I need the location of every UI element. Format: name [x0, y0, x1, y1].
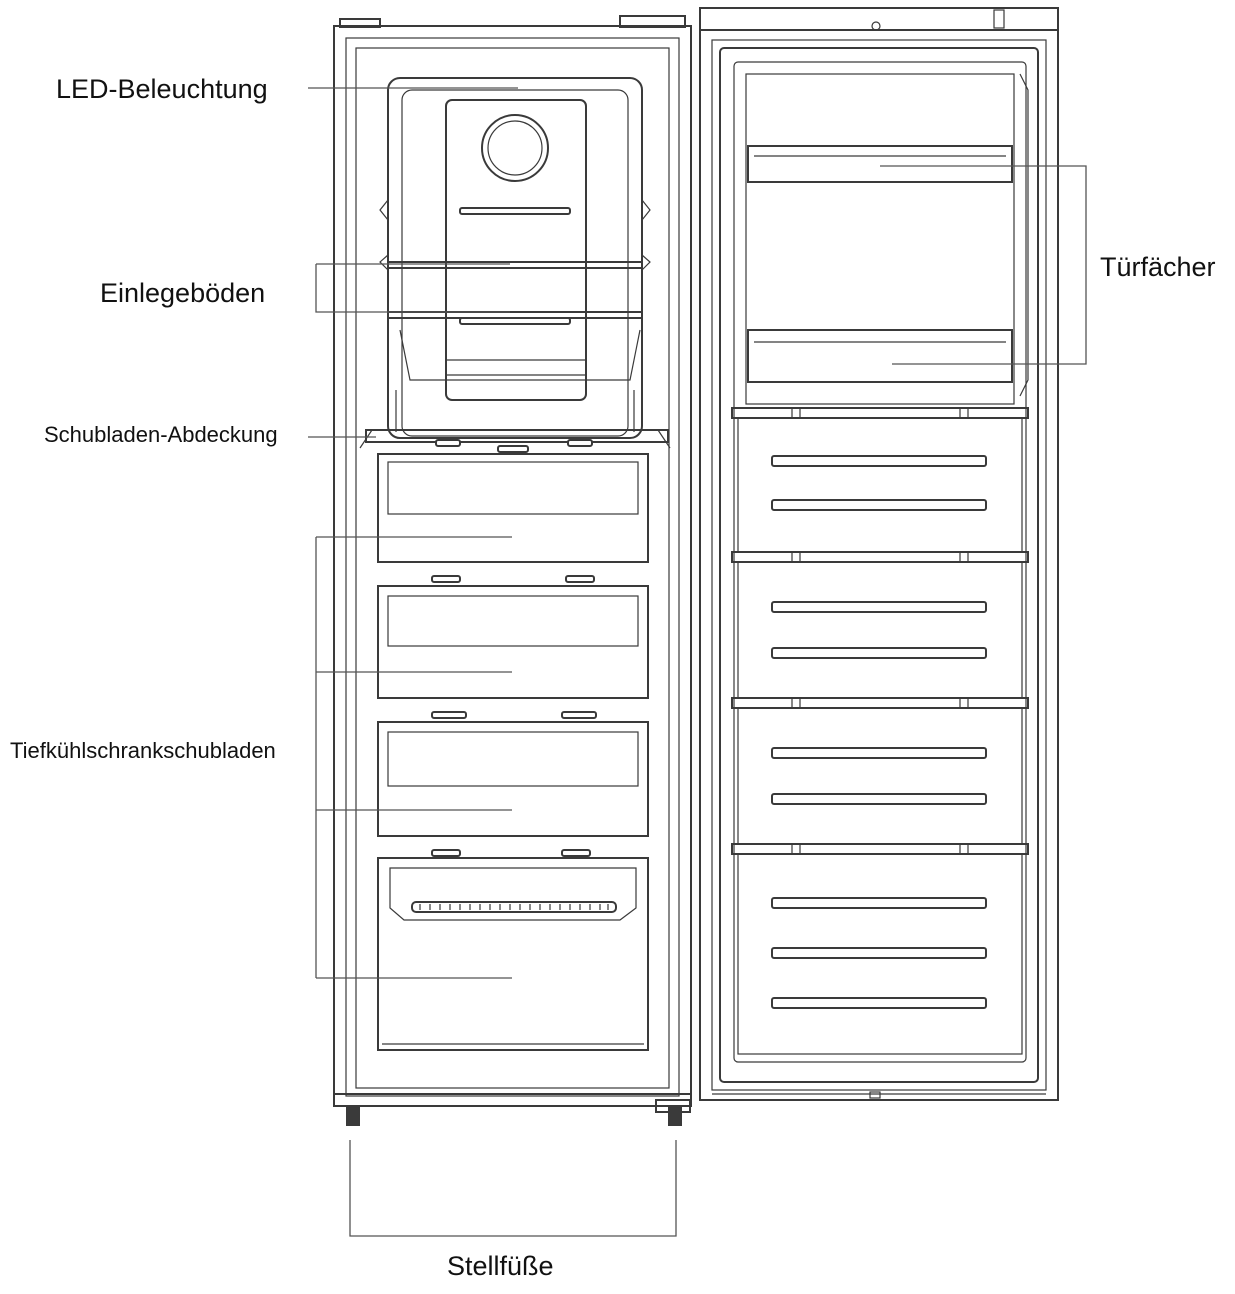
- foot-right: [668, 1106, 682, 1126]
- fan-inner: [487, 120, 543, 176]
- door-ledge-3: [731, 697, 1029, 709]
- rear-panel: [445, 99, 587, 401]
- leader-feet: [349, 1140, 677, 1237]
- door-ledge-4: [731, 843, 1029, 855]
- door-groove-8: [771, 947, 987, 959]
- label-freezer-drawers: Tiefkühlschrankschubladen: [10, 738, 276, 763]
- fan-outer: [481, 114, 549, 182]
- label-door-bins: Türfächer: [1100, 252, 1216, 282]
- bottom-hinge: [655, 1099, 691, 1113]
- door-gasket: [719, 47, 1039, 1083]
- shelf-upper: [387, 261, 643, 269]
- cover-clip-right: [567, 439, 593, 447]
- cabinet-liner: [355, 47, 670, 1089]
- drawer-1-clip-right: [565, 575, 595, 583]
- leader-door-bins: [880, 165, 1087, 365]
- freezer-door: [699, 7, 1059, 1101]
- door-bin-upper: [747, 145, 1013, 183]
- door-inner: [711, 39, 1047, 1091]
- door-groove-3: [771, 601, 987, 613]
- door-ledge-2: [731, 551, 1029, 563]
- cabinet-drawer-2: [377, 585, 649, 699]
- label-shelves: Einlegeböden: [100, 278, 266, 308]
- shelf-lower: [387, 311, 643, 319]
- rear-slot-1: [459, 207, 571, 215]
- cabinet-inner: [345, 37, 680, 1097]
- cover-clip-left: [435, 439, 461, 447]
- drawer-3-clip-left: [431, 849, 461, 857]
- door-groove-2: [771, 499, 987, 511]
- door-groove-6: [771, 793, 987, 805]
- drawer-2-clip-left: [431, 711, 467, 719]
- label-led-lighting: LED-Beleuchtung: [56, 74, 268, 104]
- cabinet-interior: [387, 77, 643, 439]
- cabinet-drawer-3: [377, 721, 649, 837]
- leader-shelves: [315, 263, 510, 313]
- door-ledge-1: [731, 407, 1029, 419]
- foot-left: [346, 1106, 360, 1126]
- drawer-1-clip-left: [431, 575, 461, 583]
- label-drawer-cover: Schubladen-Abdeckung: [44, 422, 278, 447]
- door-groove-4: [771, 647, 987, 659]
- door-groove-5: [771, 747, 987, 759]
- door-outer: [699, 29, 1059, 1101]
- leader-lines: [308, 87, 1087, 1237]
- cabinet-drawer-1: [377, 453, 649, 563]
- drawer-4-grille: [411, 901, 617, 913]
- freezer-cabinet: [333, 15, 692, 1126]
- door-groove-9: [771, 997, 987, 1009]
- drawer-cover: [365, 429, 669, 443]
- drawer-2-clip-right: [561, 711, 597, 719]
- label-feet: Stellfüße: [447, 1251, 554, 1281]
- leader-freezer-drawers: [315, 536, 512, 979]
- door-groove-1: [771, 455, 987, 467]
- cover-clip-middle: [497, 445, 529, 453]
- cabinet-drawer-4: [377, 857, 649, 1051]
- drawer-3-clip-right: [561, 849, 591, 857]
- door-groove-7: [771, 897, 987, 909]
- door-bin-lower: [747, 329, 1013, 383]
